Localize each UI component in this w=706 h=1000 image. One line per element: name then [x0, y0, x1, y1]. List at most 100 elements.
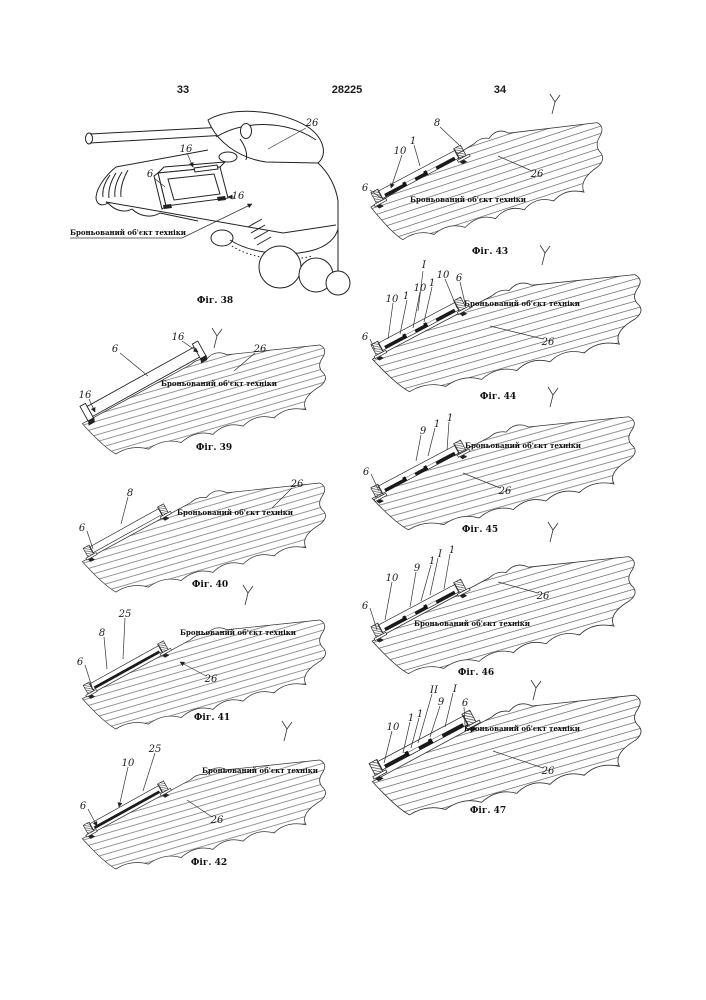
ref-surface: 26	[253, 344, 267, 355]
leader-lines	[369, 270, 544, 351]
ref-surface: 26	[530, 169, 544, 180]
ref-base: 6	[79, 523, 86, 534]
leader-lines	[88, 340, 256, 413]
ref-panel: 8	[127, 488, 133, 499]
figure-caption-42: Фіг. 42	[190, 858, 228, 868]
ref-surface: 26	[290, 479, 304, 490]
ref-damper: 10	[386, 573, 399, 584]
ref-surface: 26	[210, 815, 224, 826]
figure-caption-44: Фіг. 44	[479, 392, 517, 402]
terrain-mark	[530, 679, 542, 701]
figure-caption-38: Фіг. 38	[196, 296, 234, 306]
ref-detail: I	[437, 549, 443, 560]
leader-lines	[84, 617, 207, 688]
tank-body	[85, 110, 351, 296]
mounted-panel	[153, 161, 229, 210]
figure-caption-43: Фіг. 43	[471, 247, 509, 257]
right-page-number: 34	[493, 84, 507, 96]
ref-element-b: 1	[417, 709, 423, 720]
ref-base: 6	[363, 467, 370, 478]
terrain-mark	[539, 244, 551, 266]
ref-surface: 26	[541, 337, 555, 348]
armored-object-callout: Броньований об'єкт техніки	[70, 228, 186, 237]
ref-bracket-top: 6	[462, 698, 469, 709]
ref-bracket-top: 8	[434, 118, 440, 129]
ref-damper: 10	[394, 146, 407, 157]
figure-40-drawing: 8 6 26 Броньований об'єкт техніки	[79, 479, 326, 593]
ref-strip: 9	[438, 697, 445, 708]
ref-bracket-top: 16	[180, 144, 193, 155]
ref-element-a: 1	[403, 291, 409, 302]
figure-caption-41: Фіг. 41	[193, 713, 231, 723]
leader-lines	[383, 692, 544, 769]
left-page-number: 33	[176, 84, 190, 96]
figure-39-drawing: 6 16 16 26 Броньований об'єкт техніки	[77, 327, 326, 455]
surface-label: Броньований об'єкт техніки	[177, 508, 293, 517]
ref-strip: 25	[148, 744, 162, 755]
ref-element-a: 1	[429, 556, 435, 567]
figure-caption-47: Фіг. 47	[469, 806, 507, 816]
ref-hull: 26	[305, 118, 319, 129]
ref-detail-1: I	[452, 684, 458, 695]
leader-lines	[369, 126, 533, 199]
leader-lines	[86, 487, 293, 550]
ref-element: 1	[410, 136, 416, 147]
figure-38-tank-drawing: 26 16 6 16 Броньований об'єкт техніки	[70, 110, 351, 296]
ref-bracket-top: 16	[172, 332, 185, 343]
leader-lines	[70, 127, 307, 239]
figure-45-drawing: 9 1 1 6 26 Броньований об'єкт техніки	[363, 386, 636, 531]
surface-label: Броньований об'єкт техніки	[465, 441, 581, 450]
leader-lines	[370, 421, 501, 492]
ref-base: 6	[77, 657, 84, 668]
ref-base: 6	[80, 801, 87, 812]
ref-damper-a: 10	[386, 294, 399, 305]
ref-panel: 8	[99, 628, 105, 639]
figure-caption-40: Фіг. 40	[191, 580, 229, 590]
figure-caption-39: Фіг. 39	[195, 443, 233, 453]
ref-element-b: 1	[449, 545, 455, 556]
ref-surface: 26	[498, 486, 512, 497]
ref-bracket-bottom: 16	[79, 390, 92, 401]
leader-lines	[369, 553, 539, 631]
surface-label: Броньований об'єкт техніки	[410, 195, 526, 204]
ref-panel: 6	[147, 169, 154, 180]
ref-damper: 10	[122, 758, 135, 769]
ref-element-a: 1	[408, 713, 414, 724]
ref-surface: 26	[204, 674, 218, 685]
ref-strip: 25	[118, 609, 132, 620]
surface-label: Броньований об'єкт техніки	[464, 299, 580, 308]
ref-detail-2: II	[429, 685, 439, 696]
ref-bracket-right: 16	[232, 191, 245, 202]
surface-label: Броньований об'єкт техніки	[202, 766, 318, 775]
ref-damper-c: 10	[437, 270, 450, 281]
figure-caption-45: Фіг. 45	[461, 525, 499, 535]
figure-44-drawing: I 10 1 10 1 10 6 6 26 Броньований об'єкт…	[362, 244, 642, 393]
surface-label: Броньований об'єкт техніки	[414, 619, 530, 628]
ref-base: 6	[362, 601, 369, 612]
ref-damper-b: 10	[414, 283, 427, 294]
ref-base: 6	[362, 332, 369, 343]
terrain-mark	[211, 327, 223, 349]
leader-lines	[87, 752, 213, 827]
ref-detail: I	[421, 260, 427, 271]
figure-caption-46: Фіг. 46	[457, 668, 495, 678]
surface-label: Броньований об'єкт техніки	[464, 724, 580, 733]
ref-element-b: 1	[447, 413, 453, 424]
figure-46-drawing: 10 9 1 I 1 6 26 Броньований об'єкт техні…	[362, 521, 636, 675]
figure-43-drawing: 8 1 10 6 26 Броньований об'єкт техніки	[362, 93, 604, 241]
ref-bracket-top: 6	[456, 273, 463, 284]
terrain-mark	[549, 93, 561, 115]
ref-base: 6	[362, 183, 369, 194]
ref-element-b: 1	[429, 278, 435, 289]
ref-panel: 6	[112, 344, 119, 355]
ref-strip: 9	[420, 426, 427, 437]
figure-47-drawing: 10 1 1 II 9 I 6 26 Броньований об'єкт те…	[366, 679, 642, 816]
figure-41-drawing: 25 8 6 26 Броньований об'єкт техніки	[77, 584, 326, 730]
ref-surface: 26	[541, 766, 555, 777]
surface-label: Броньований об'єкт техніки	[161, 379, 277, 388]
figure-42-drawing: 25 10 6 26 Броньований об'єкт техніки	[80, 720, 326, 870]
ref-damper: 10	[387, 722, 400, 733]
ref-element-a: 1	[434, 419, 440, 430]
patent-number: 28225	[331, 84, 363, 96]
